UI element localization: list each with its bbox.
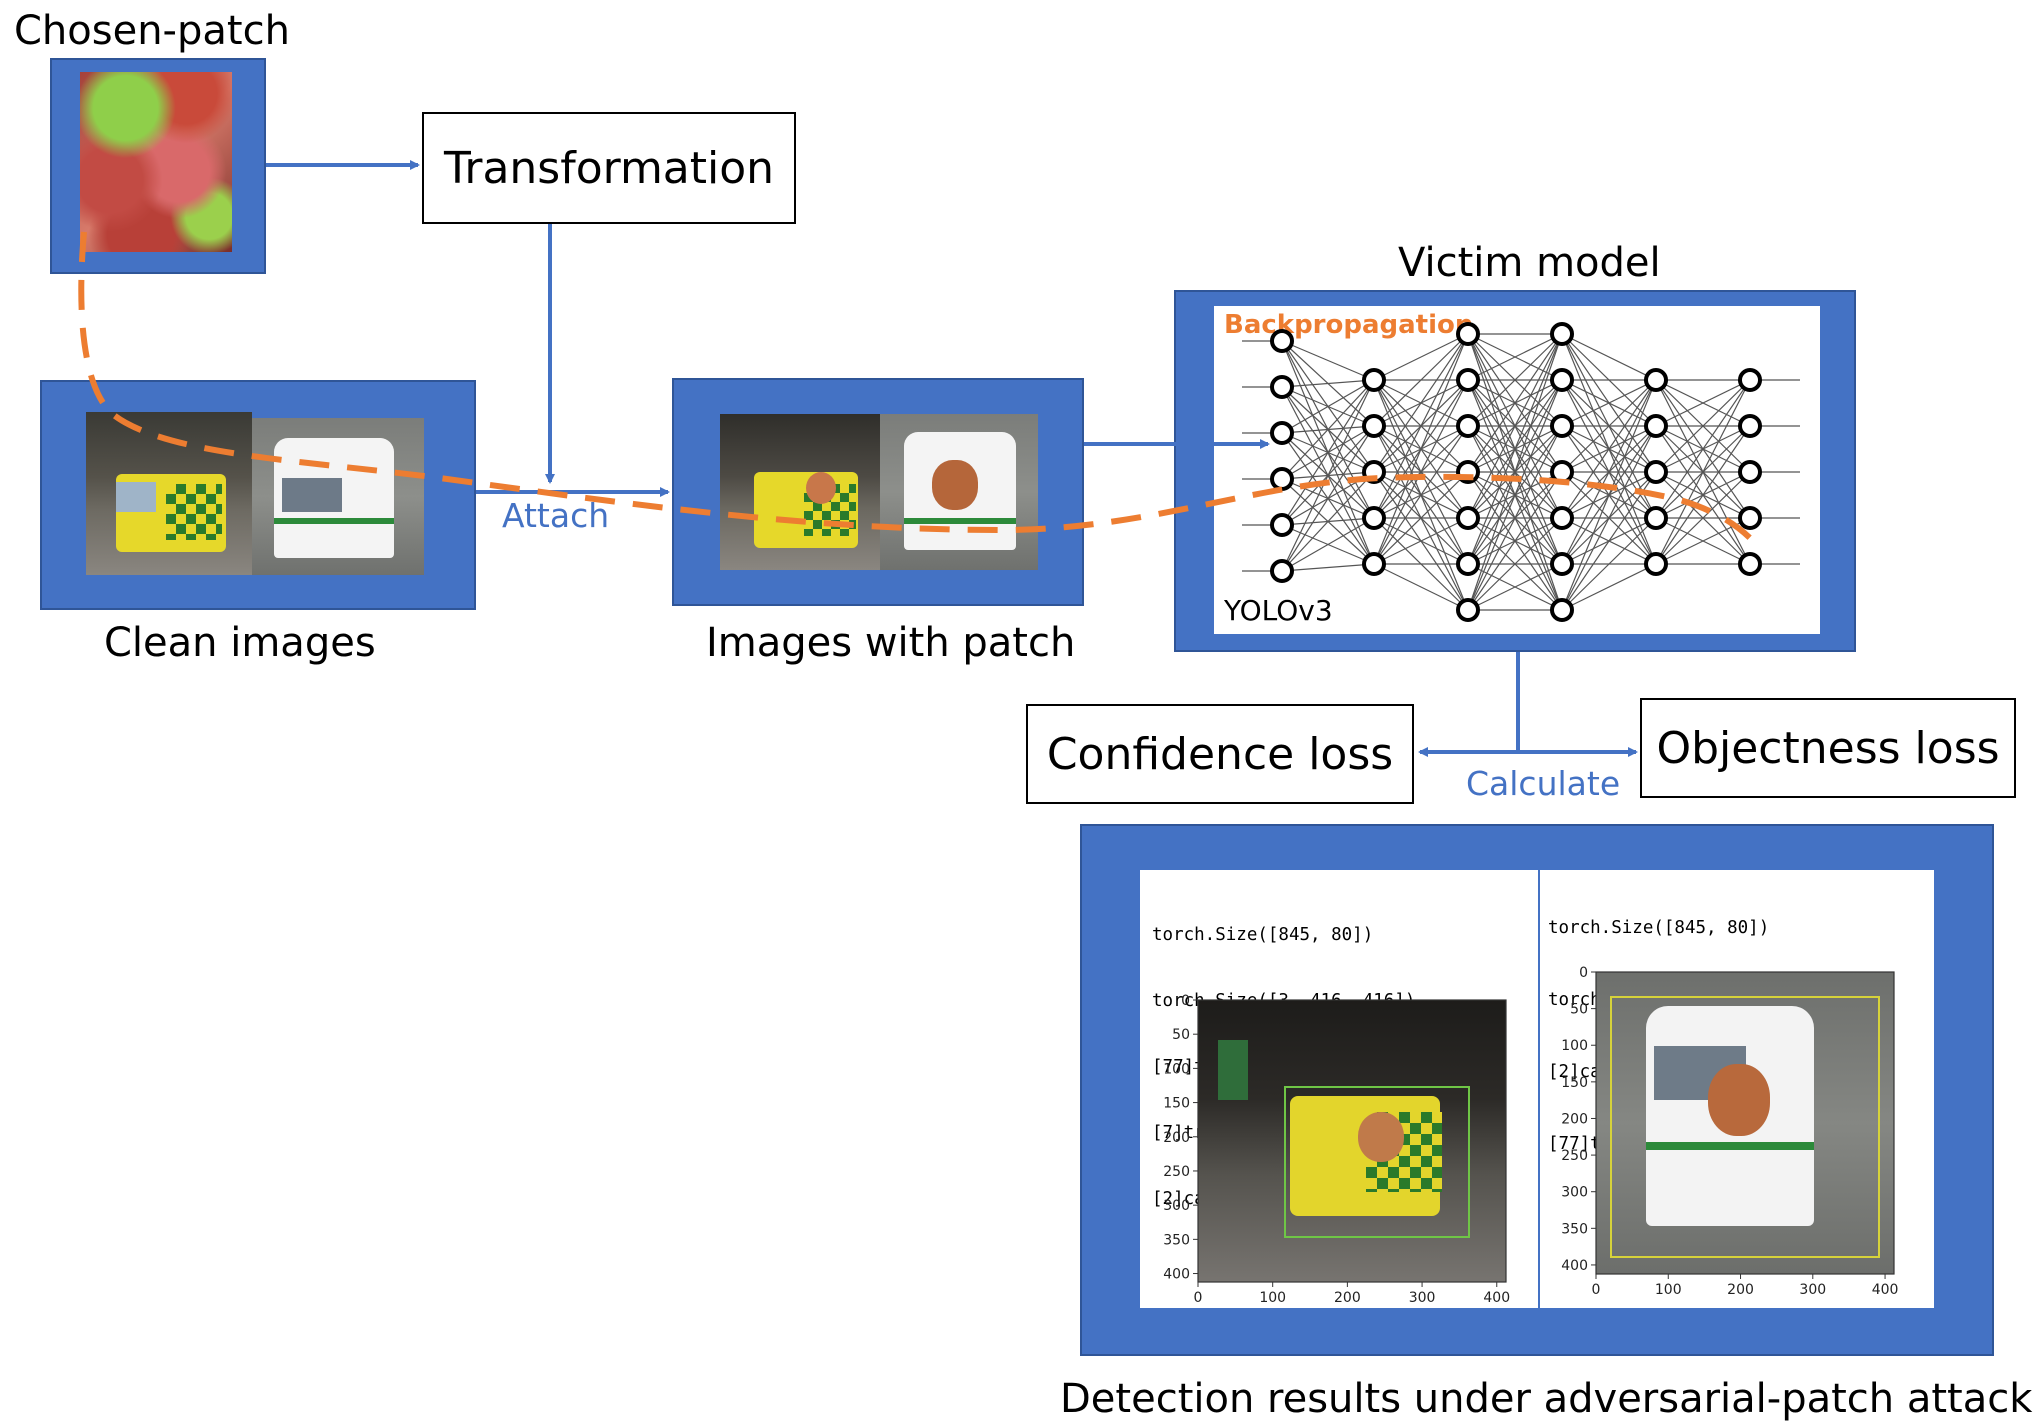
victim-model-label: Victim model	[1398, 240, 1661, 286]
objectness-loss-box: Objectness loss	[1640, 698, 2016, 798]
detection-left-image	[1198, 1000, 1506, 1282]
backpropagation-label: Backpropagation	[1224, 310, 1474, 340]
patched-image-1	[720, 414, 880, 570]
detection-left-line-1: torch.Size([845, 80])	[1152, 925, 1374, 945]
detection-right-line-1: torch.Size([845, 80])	[1548, 918, 1770, 938]
images-with-patch-label: Images with patch	[706, 620, 1076, 666]
confidence-loss-box: Confidence loss	[1026, 704, 1414, 804]
chosen-patch-image	[80, 72, 232, 252]
transformation-box: Transformation	[422, 112, 796, 224]
attach-label: Attach	[502, 496, 610, 535]
victim-model-canvas	[1214, 306, 1820, 634]
detection-right-image	[1596, 972, 1894, 1274]
clean-image-1	[86, 412, 252, 575]
clean-image-2	[252, 418, 424, 575]
patched-image-2	[880, 414, 1038, 570]
yolo-label: YOLOv3	[1224, 594, 1333, 627]
detection-results-label: Detection results under adversarial-patc…	[1060, 1376, 2033, 1422]
clean-images-label: Clean images	[104, 620, 376, 666]
chosen-patch-label: Chosen-patch	[14, 8, 290, 54]
calculate-label: Calculate	[1466, 764, 1621, 803]
